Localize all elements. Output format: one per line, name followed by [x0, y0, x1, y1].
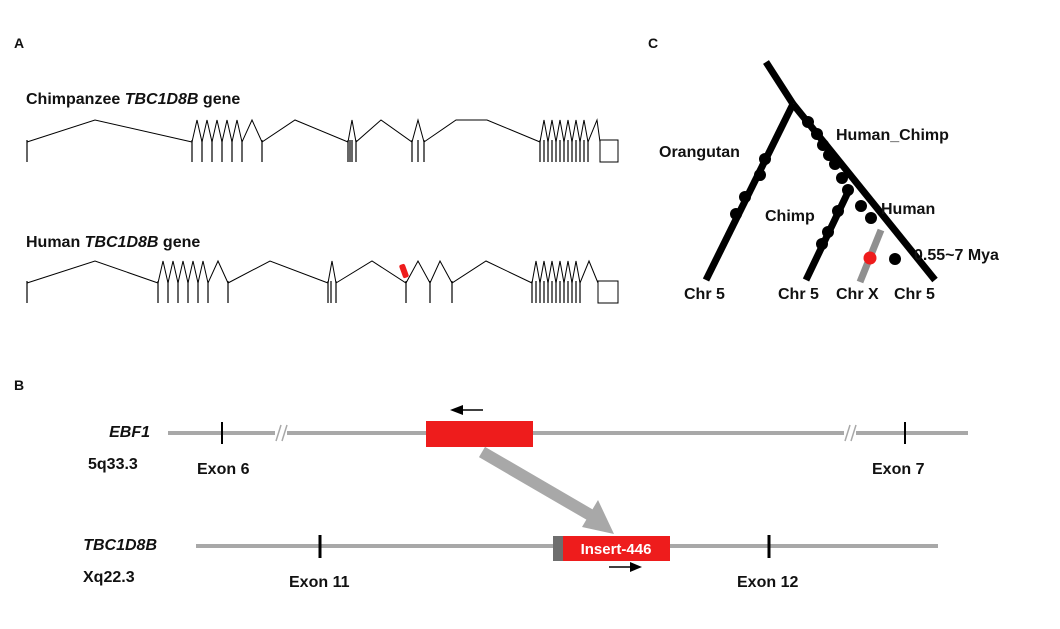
time-estimate-label: 0.55~7 Mya	[914, 247, 999, 264]
tbc-insert-label: Insert-446	[581, 541, 652, 558]
mutation-dots	[730, 116, 901, 265]
transposition-arrow	[478, 446, 614, 534]
ebf1-exon-right-label: Exon 7	[872, 461, 925, 478]
branch-human-chimp-label: Human_Chimp	[836, 127, 949, 144]
tbc-insert-flank	[553, 536, 563, 561]
branch-orangutan-label: Orangutan	[659, 144, 740, 161]
ebf1-locus-label: 5q33.3	[88, 456, 138, 473]
chimp-gene-model	[26, 118, 619, 163]
panel-b-label: B	[14, 377, 24, 393]
panel-c-label: C	[648, 35, 658, 51]
tip-human-x-label: Chr X	[836, 286, 879, 303]
ebf1-source-segment	[426, 421, 533, 447]
tbc-insert-segment	[563, 536, 670, 561]
ebf1-gene-label: EBF1	[109, 424, 150, 441]
tbc-exon-right-label: Exon 12	[737, 574, 798, 591]
branch-human-label: Human	[881, 201, 935, 218]
human-gene-model	[26, 259, 619, 304]
tip-human-label: Chr 5	[894, 286, 935, 303]
branch-chimp-label: Chimp	[765, 208, 815, 225]
human-exons	[26, 281, 581, 303]
tbc-locus-label: Xq22.3	[83, 569, 135, 586]
ebf1-break-left	[275, 424, 288, 442]
ebf1-break-right	[844, 424, 857, 442]
tip-chimp-label: Chr 5	[778, 286, 819, 303]
panel-a-label: A	[14, 35, 24, 51]
insertion-marker	[399, 263, 409, 279]
human-gene-title: Human TBC1D8B gene	[26, 234, 200, 251]
chimp-gene-title: Chimpanzee TBC1D8B gene	[26, 91, 240, 108]
tip-orangutan-label: Chr 5	[684, 286, 725, 303]
ebf1-orientation-arrow	[450, 405, 483, 415]
chimp-exons	[26, 140, 589, 162]
tbc-orientation-arrow	[609, 562, 642, 572]
insertion-event-dot	[863, 251, 877, 265]
tbc-exon-left-label: Exon 11	[289, 574, 350, 591]
tbc-gene-label: TBC1D8B	[83, 537, 157, 554]
ebf1-exon-left-label: Exon 6	[197, 461, 250, 478]
